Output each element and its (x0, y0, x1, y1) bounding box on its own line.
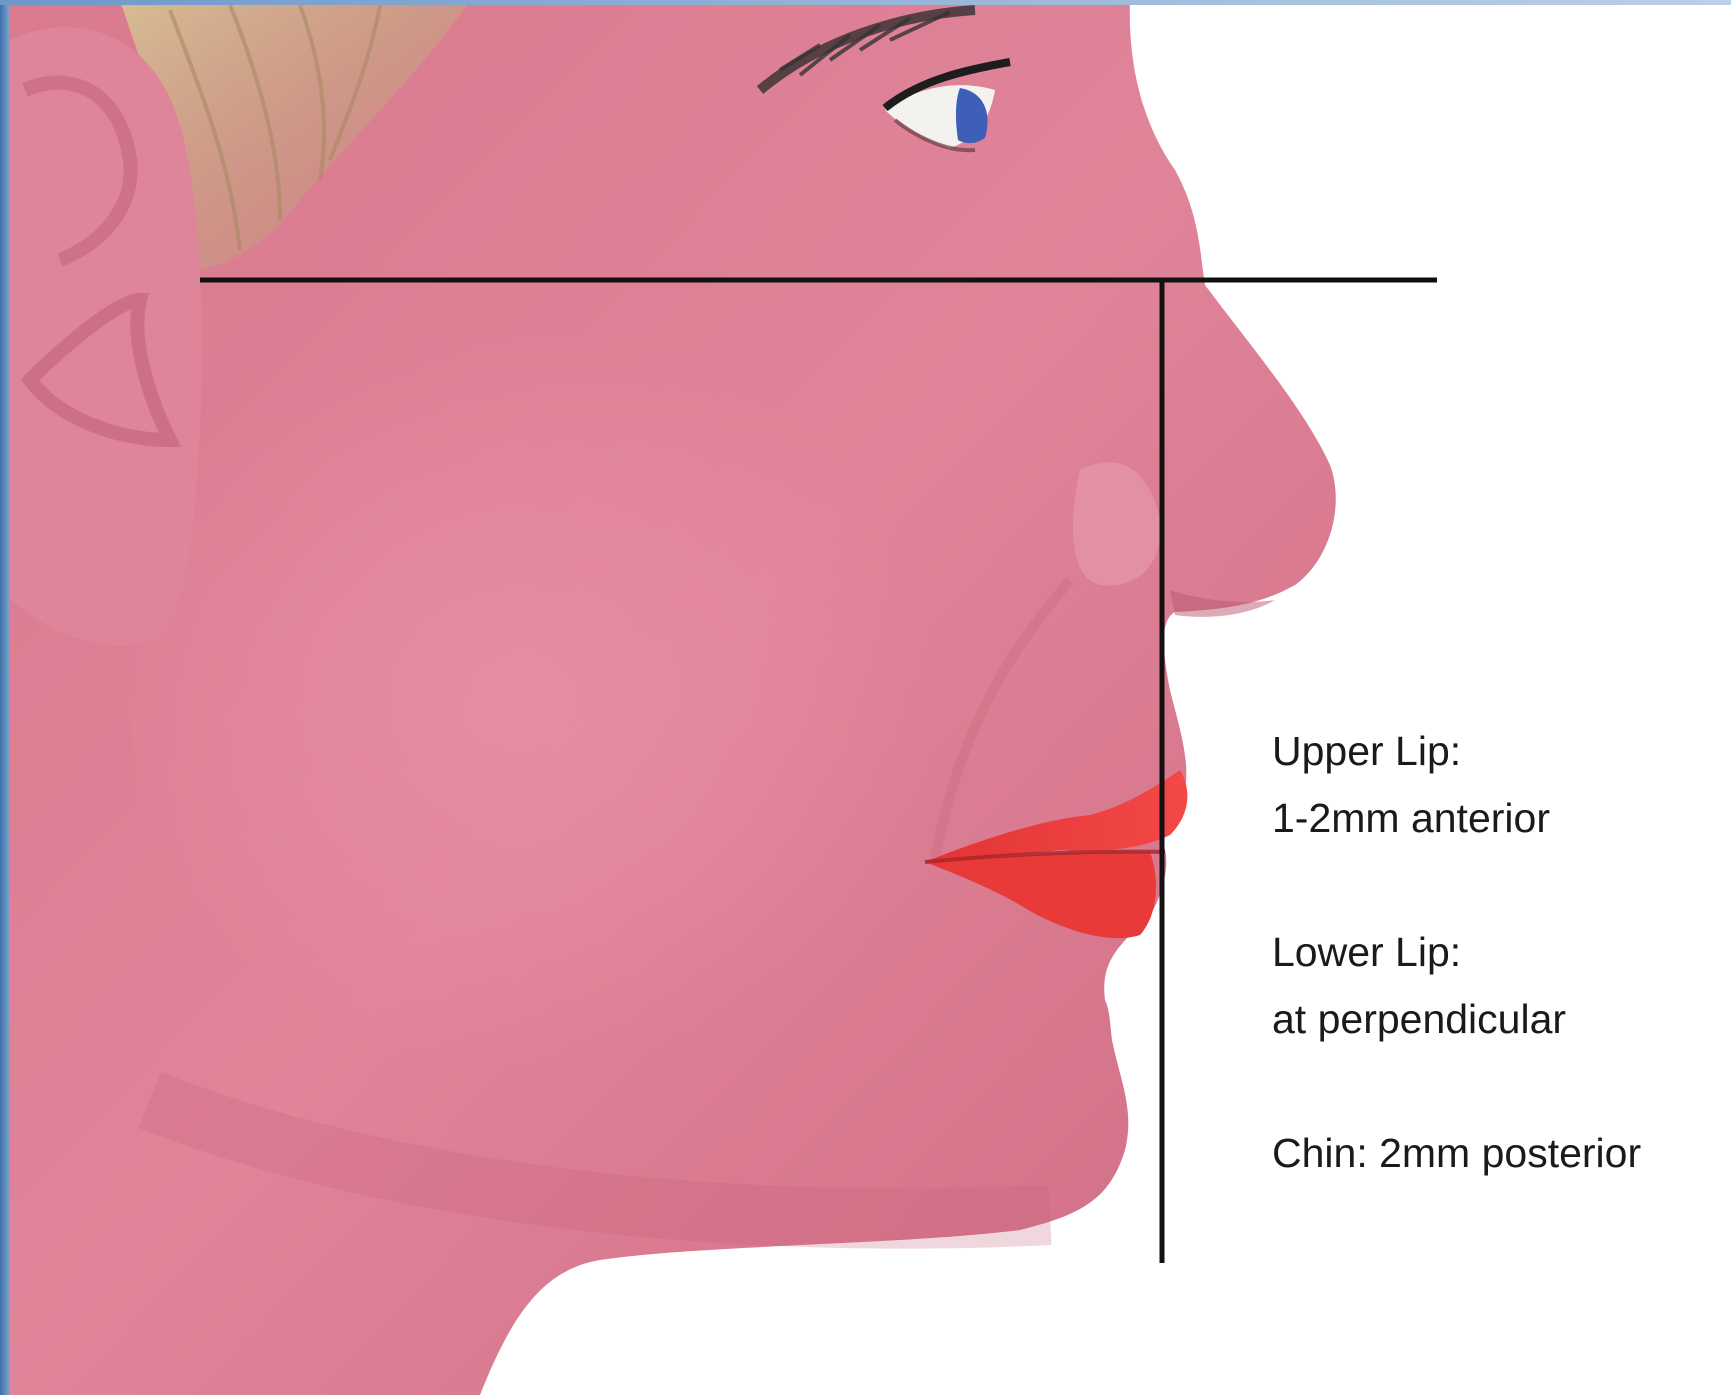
lower-lip-label: Lower Lip: (1272, 919, 1712, 986)
upper-lip-label: Upper Lip: (1272, 718, 1712, 785)
upper-lip-value: 1-2mm anterior (1272, 785, 1712, 852)
lower-lip-value: at perpendicular (1272, 986, 1712, 1053)
chin-label: Chin: 2mm posterior (1272, 1120, 1712, 1187)
ear (10, 27, 202, 646)
annotation-spacer (1272, 1053, 1712, 1120)
annotation-spacer (1272, 852, 1712, 919)
top-frame-edge (0, 0, 1731, 5)
cheek-highlight (130, 320, 990, 1080)
left-frame-edge (0, 0, 10, 1395)
annotation-labels: Upper Lip: 1-2mm anterior Lower Lip: at … (1272, 718, 1712, 1187)
